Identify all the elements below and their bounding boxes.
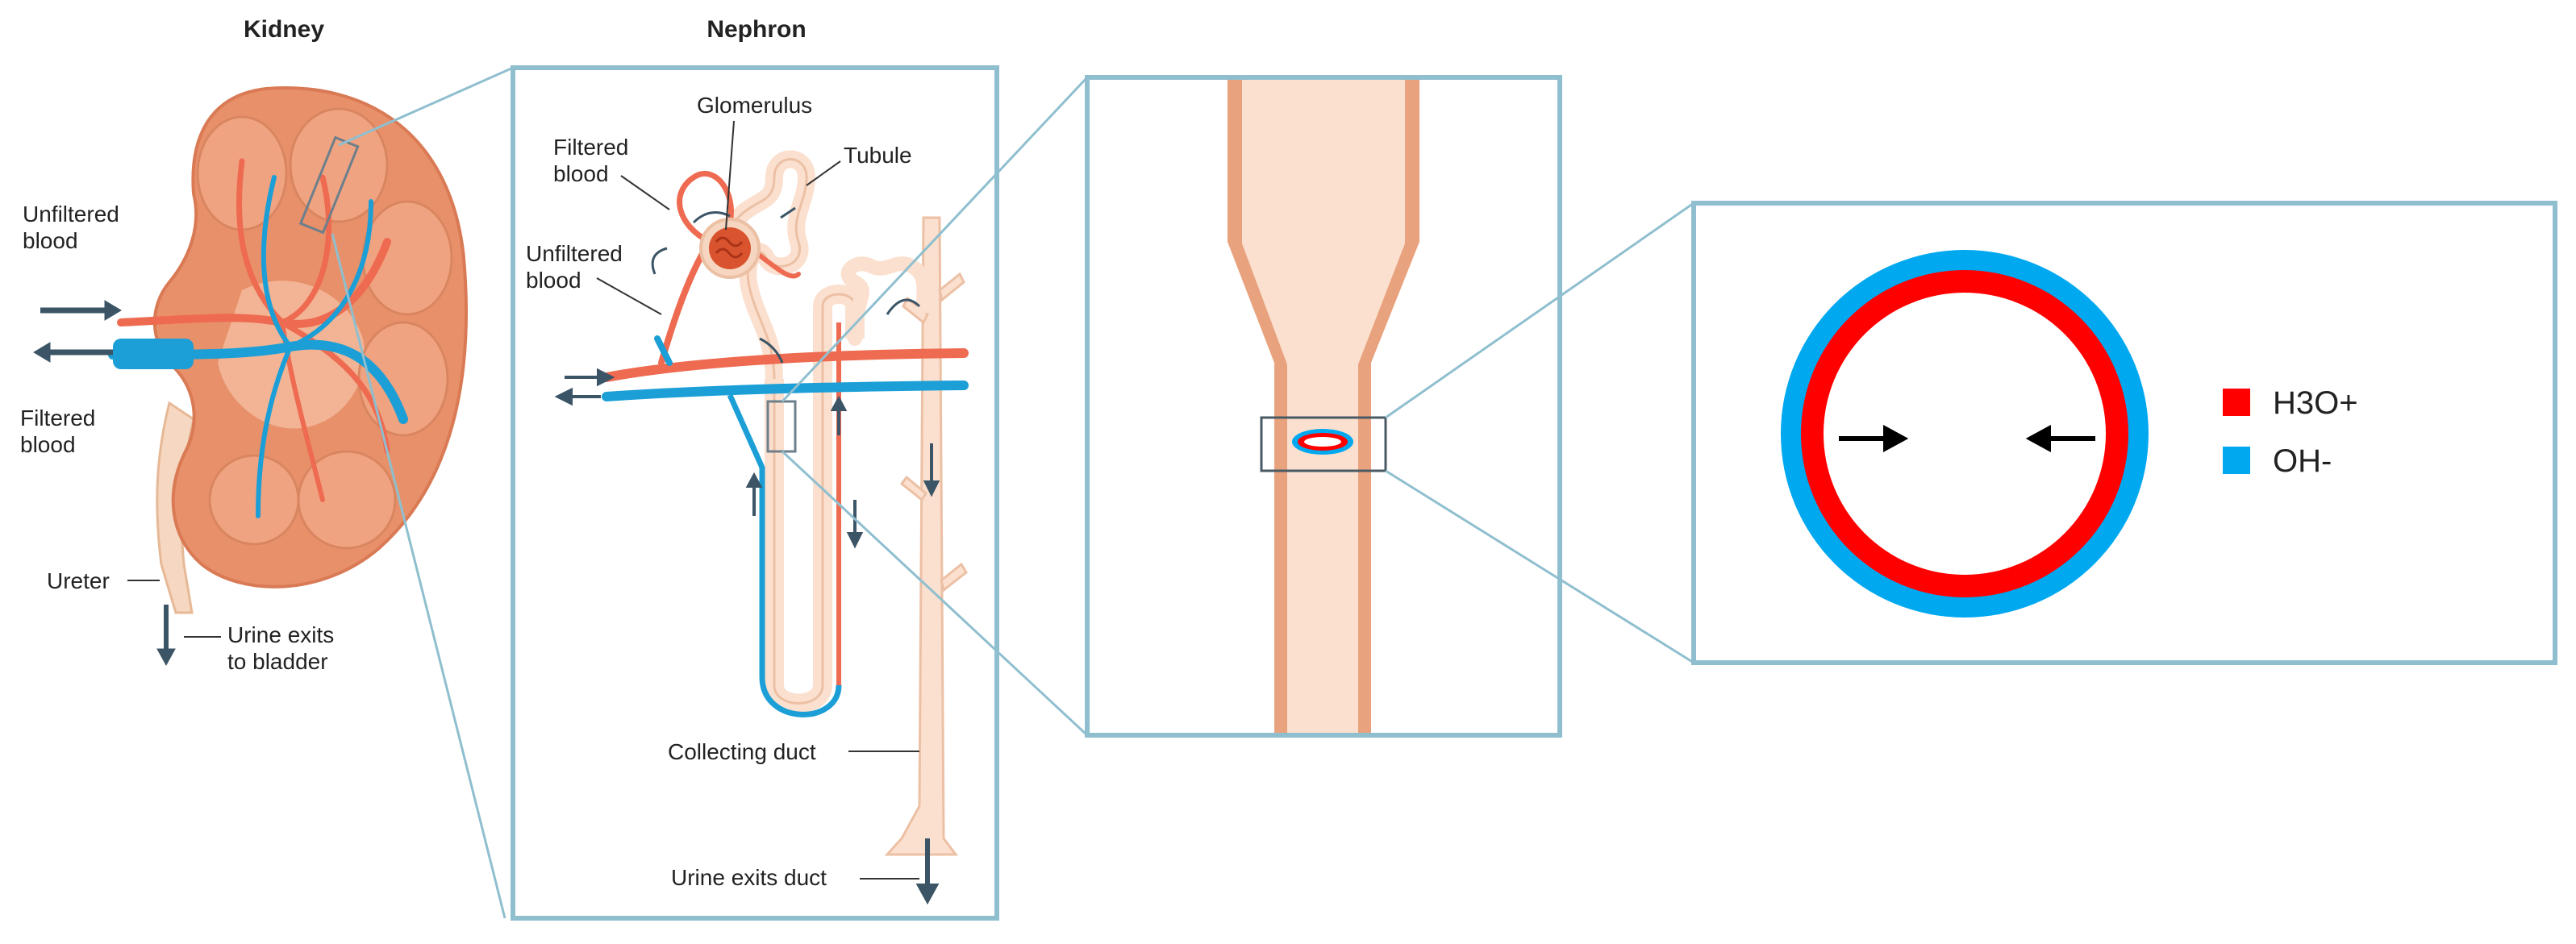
zoom-lines-2 [781,76,1089,737]
legend-label-oh: OH- [2273,443,2332,479]
nephron-panel: Nephron [511,16,999,921]
nephron-label-tubule: Tubule [844,143,912,168]
kidney-label-unfiltered-1: Unfiltered [23,202,119,227]
tube-lumen [1242,80,1405,733]
nephron-label-filtered-1: Filtered [553,135,628,160]
nephron-label-unfiltered-1: Unfiltered [526,241,623,266]
nephron-flow-arrows [554,368,940,905]
kidney-label-ureter: Ureter [47,568,110,593]
unfiltered-leader [596,277,662,315]
glomerulus-capillaries [715,236,744,259]
tube-ring-center [1304,437,1341,447]
kidney-label-filtered-1: Filtered [20,405,95,430]
renal-vein [113,339,194,369]
nephron-label-collecting-duct: Collecting duct [668,739,816,764]
tube-panel [1085,75,1562,738]
tubule-leader [806,160,841,186]
glomerulus-leader [725,120,735,231]
distal-tubule [840,256,932,346]
nephron-title: Nephron [707,16,806,43]
filtered-leader [620,175,670,210]
kidney-vessels [108,158,408,518]
right-arrow-head [2025,424,2051,453]
kidney-label-urine-2: to bladder [227,649,328,674]
legend-swatch-oh [2223,447,2250,474]
loop-outline [773,293,857,705]
kidney-arrows [33,300,176,667]
duct-branches [899,272,968,593]
legend: H3O+ OH- [2223,385,2358,479]
renal-pyramids [196,107,453,550]
nephron-label-urine-exits-duct: Urine exits duct [671,865,827,890]
glomerulus [709,227,751,269]
legend-swatch-h3o [2223,389,2250,416]
left-arrow-head [1883,424,1909,453]
kidney-label-urine-1: Urine exits [227,622,334,647]
nephron-label-glomerulus: Glomerulus [697,93,812,118]
collecting-duct [884,216,958,856]
ion-panel: H3O+ OH- [1691,201,2557,665]
nephron-zoom-box [766,400,797,453]
zoom-lines-1 [331,66,514,919]
kidney-label-filtered-2: blood [20,432,76,457]
kidney-illustration: Kidney [20,16,468,674]
nephron-label-unfiltered-2: blood [526,268,581,293]
proximal-tubule-outline [724,158,808,380]
inward-arrows [1839,424,2095,453]
vasa-recta-blue [727,393,842,717]
zoom-lines-3 [1385,202,1694,664]
kidney-label-unfiltered-2: blood [23,228,78,253]
nephron-label-filtered-2: blood [553,161,609,186]
kidney-title: Kidney [244,16,324,43]
legend-label-h3o: H3O+ [2273,385,2358,421]
lumen-center [1824,293,2106,575]
tube-zoom-box [1260,416,1387,472]
